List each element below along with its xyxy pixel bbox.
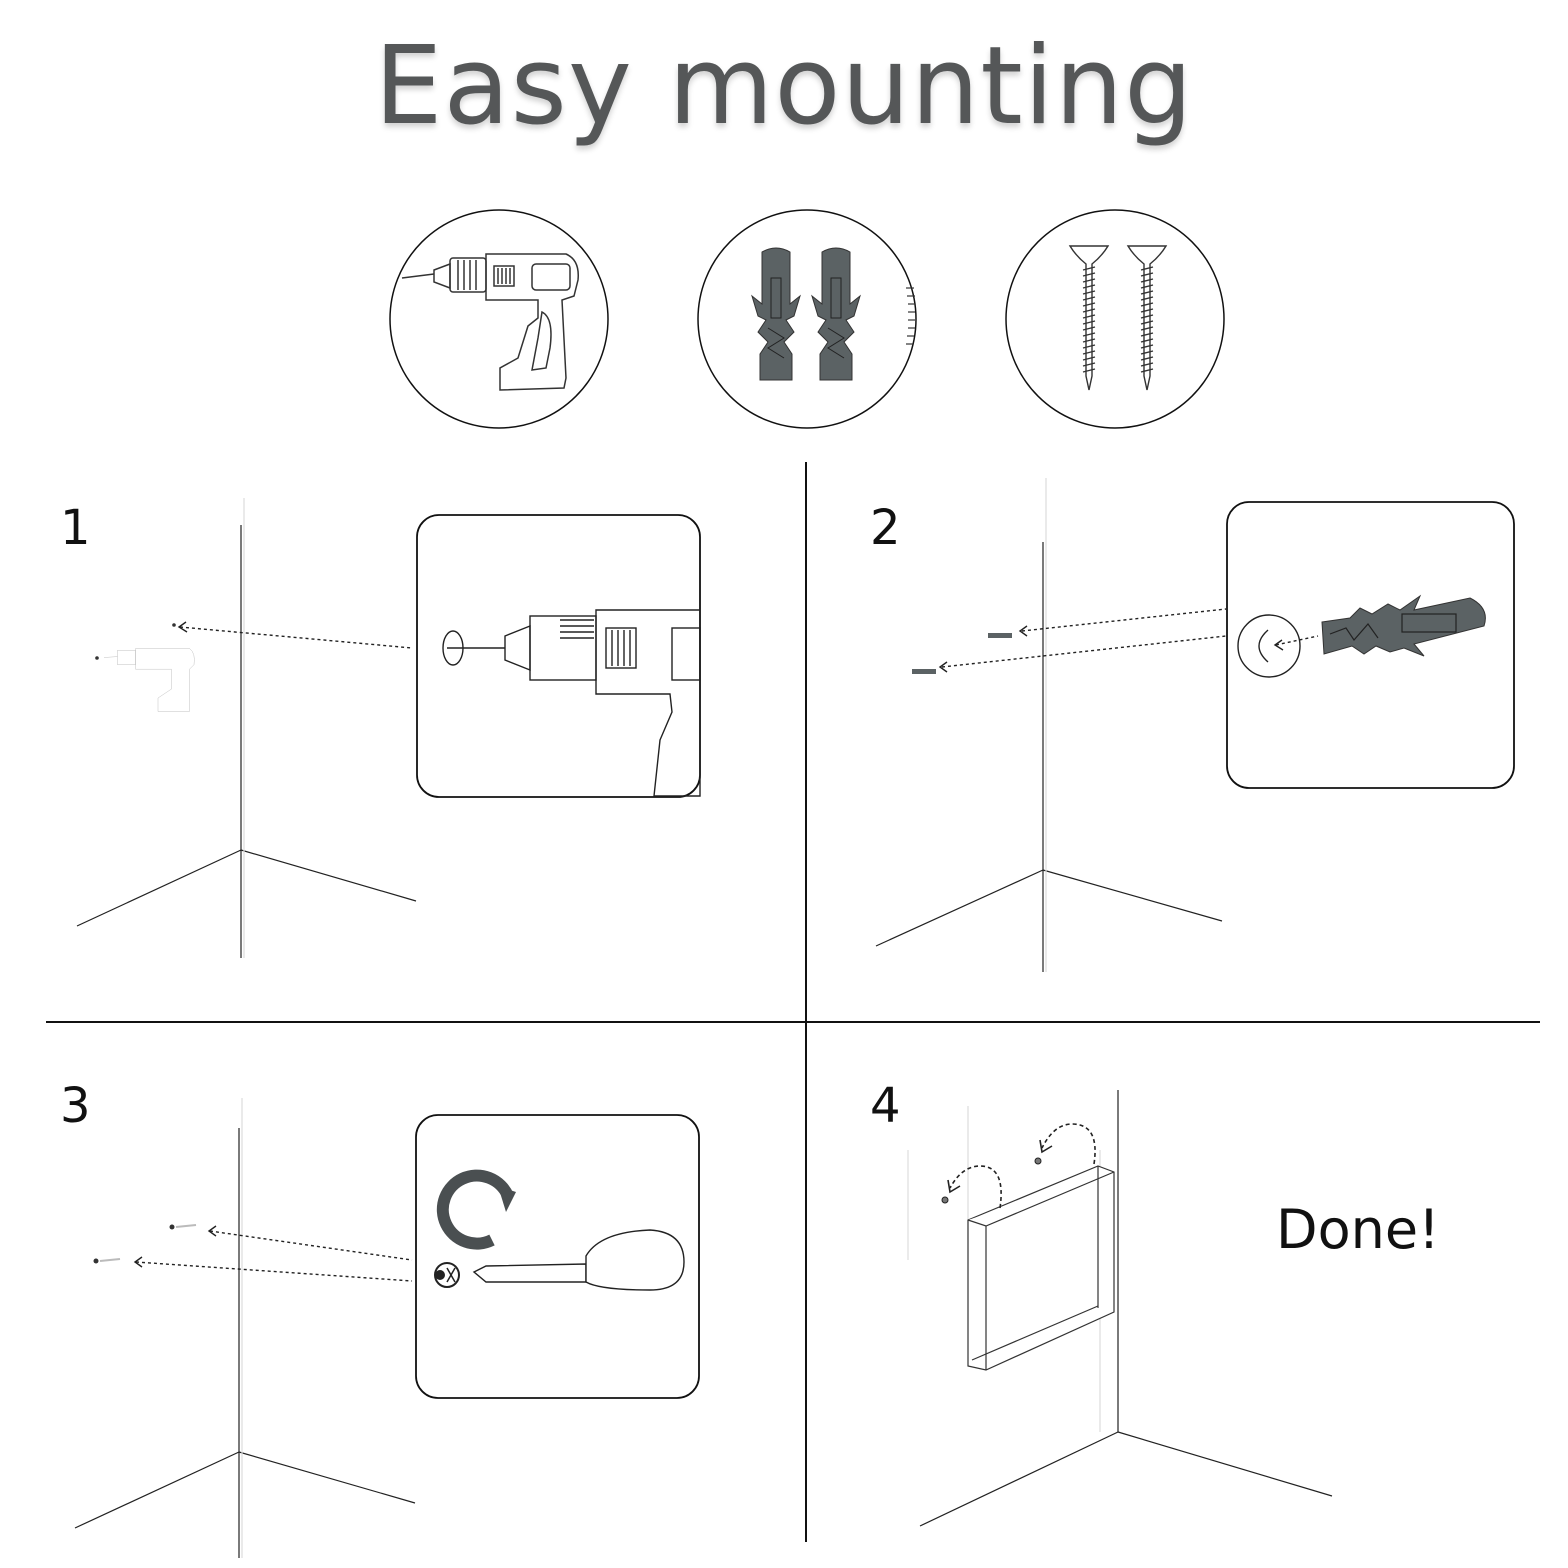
done-label: Done! — [1276, 1198, 1440, 1261]
screwdriver-icon — [74, 1098, 700, 1558]
drill-tool-circle — [388, 208, 610, 430]
insert-plug-icon — [875, 478, 1515, 972]
step-1-number: 1 — [60, 500, 91, 556]
wall-plug-icon — [697, 209, 917, 429]
page-title: Easy mounting — [374, 24, 1194, 149]
step-3-detail-box — [415, 1114, 700, 1399]
drill-icon — [389, 209, 609, 429]
drill-hole-icon — [76, 498, 701, 958]
screw-icon — [1005, 209, 1225, 429]
step-2-number: 2 — [870, 500, 901, 556]
screw-tool-circle — [1004, 208, 1226, 430]
step-4-number: 4 — [870, 1078, 901, 1134]
wall-plug-tool-circle — [696, 208, 918, 430]
step-3-number: 3 — [60, 1078, 91, 1134]
